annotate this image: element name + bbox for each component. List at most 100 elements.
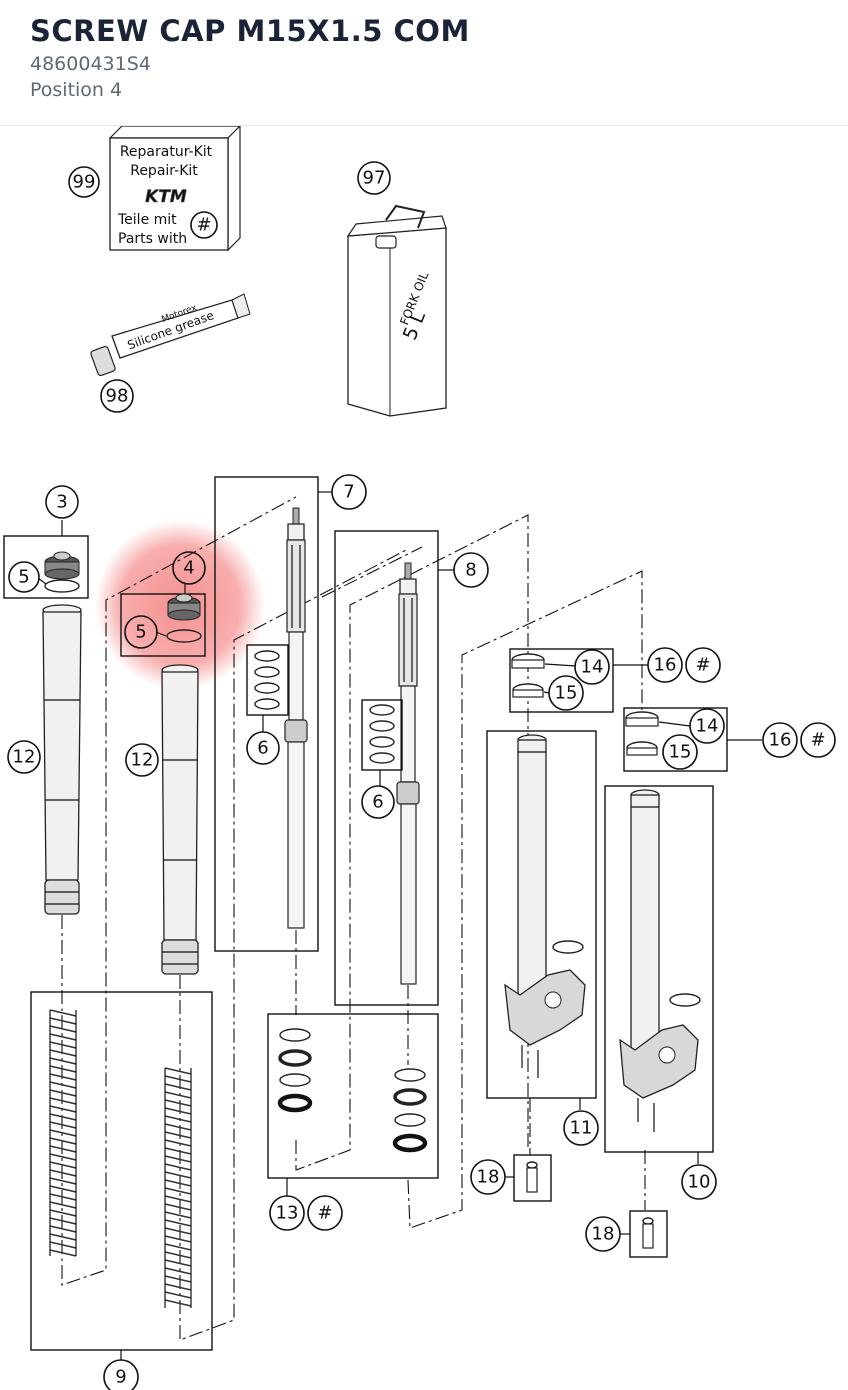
callout-12-right[interactable]: 12 <box>125 743 159 777</box>
rings-6-left[interactable] <box>254 650 280 710</box>
svg-text:13: 13 <box>276 1203 299 1224</box>
bolt-18-right[interactable] <box>642 1217 654 1249</box>
svg-text:14: 14 <box>696 716 719 737</box>
svg-text:99: 99 <box>73 172 96 193</box>
svg-text:6: 6 <box>257 738 268 759</box>
svg-text:18: 18 <box>592 1224 615 1245</box>
bolt-18-left[interactable] <box>526 1161 538 1193</box>
ktm-logo: KTM <box>145 187 187 207</box>
svg-text:5: 5 <box>18 567 29 588</box>
svg-text:16: 16 <box>769 730 792 751</box>
svg-text:7: 7 <box>343 482 354 503</box>
box-6-left <box>246 644 289 716</box>
callout-9[interactable]: 9 <box>103 1359 139 1390</box>
svg-text:12: 12 <box>13 747 36 768</box>
callout-8[interactable]: 8 <box>453 552 489 588</box>
callout-5-left[interactable]: 5 <box>8 561 40 593</box>
callout-16-lower[interactable]: 16 <box>762 722 798 758</box>
svg-text:#: # <box>810 730 825 751</box>
callout-5-right[interactable]: 5 <box>124 615 158 649</box>
callout-15-lower[interactable]: 15 <box>662 734 698 770</box>
o-ring-5-left[interactable] <box>44 579 80 593</box>
page-header: SCREW CAP M15X1.5 COM 48600431S4 Positio… <box>0 0 848 126</box>
box-3 <box>3 535 89 599</box>
svg-text:4: 4 <box>183 558 194 579</box>
callout-13[interactable]: 13 <box>269 1195 305 1231</box>
svg-text:10: 10 <box>688 1172 711 1193</box>
callout-16-upper[interactable]: 16 <box>647 647 683 683</box>
callout-15-upper[interactable]: 15 <box>548 675 584 711</box>
svg-text:8: 8 <box>465 560 476 581</box>
svg-text:15: 15 <box>555 683 578 704</box>
box-8 <box>334 530 439 1006</box>
kit-text-4: Parts with <box>118 231 187 247</box>
fork-oil-can[interactable]: FORK OIL 5 L <box>346 204 447 417</box>
box-7 <box>214 476 319 952</box>
svg-text:#: # <box>695 655 710 676</box>
svg-text:97: 97 <box>363 168 386 189</box>
position-label: Position 4 <box>30 79 123 101</box>
svg-text:98: 98 <box>106 386 129 407</box>
inner-tube-10[interactable] <box>619 789 701 1132</box>
fork-spring-9-right[interactable] <box>164 1067 192 1308</box>
callout-18-right[interactable]: 18 <box>585 1216 621 1252</box>
part-number: 48600431S4 <box>30 53 151 75</box>
callout-99[interactable]: 99 <box>68 166 100 198</box>
screw-cap-3[interactable] <box>44 551 80 580</box>
callout-97[interactable]: 97 <box>357 161 391 195</box>
svg-text:3: 3 <box>56 492 67 513</box>
svg-text:9: 9 <box>115 1367 126 1388</box>
svg-text:18: 18 <box>477 1167 500 1188</box>
kit-text-1: Reparatur-Kit <box>120 144 213 160</box>
damper-cartridge-8[interactable] <box>396 562 420 985</box>
svg-text:14: 14 <box>581 657 604 678</box>
callout-98[interactable]: 98 <box>100 379 134 413</box>
outer-tube-12-right[interactable] <box>161 664 199 975</box>
svg-text:16: 16 <box>654 655 677 676</box>
svg-text:#: # <box>196 215 211 236</box>
callout-14-lower[interactable]: 14 <box>689 708 725 744</box>
hash-16-upper: # <box>685 647 721 683</box>
callout-6-right[interactable]: 6 <box>361 785 395 819</box>
seal-kit-13-right[interactable] <box>392 1068 428 1153</box>
grease-tube[interactable]: Silicone grease Motorex <box>90 293 251 377</box>
box-14-15-upper <box>509 648 614 713</box>
outer-tube-12-left[interactable] <box>42 604 82 915</box>
rings-6-right[interactable] <box>369 704 395 764</box>
hash-16-lower: # <box>800 722 836 758</box>
callout-10[interactable]: 10 <box>681 1164 717 1200</box>
svg-text:15: 15 <box>669 742 692 763</box>
box-6-right <box>361 699 403 771</box>
screw-cap-4[interactable] <box>167 593 201 621</box>
damper-cartridge-7[interactable] <box>284 507 308 929</box>
box-13 <box>267 1013 439 1179</box>
callout-6-left[interactable]: 6 <box>246 731 280 765</box>
svg-text:6: 6 <box>372 792 383 813</box>
callout-14-upper[interactable]: 14 <box>574 649 610 685</box>
hash-13: # <box>307 1195 343 1231</box>
callout-4[interactable]: 4 <box>172 551 206 585</box>
seal-kit-13-left[interactable] <box>277 1028 313 1113</box>
svg-text:11: 11 <box>570 1118 593 1139</box>
callout-3[interactable]: 3 <box>45 485 79 519</box>
svg-text:5: 5 <box>135 622 146 643</box>
box-4 <box>120 593 206 657</box>
repair-kit-box[interactable]: Reparatur-Kit Repair-Kit KTM Teile mit P… <box>108 126 241 252</box>
callout-11[interactable]: 11 <box>563 1110 599 1146</box>
kit-text-2: Repair-Kit <box>130 163 198 179</box>
box-18-left <box>513 1154 552 1202</box>
o-ring-5-right[interactable] <box>166 629 202 643</box>
fork-spring-9-left[interactable] <box>49 1007 77 1259</box>
callout-12-left[interactable]: 12 <box>7 740 41 774</box>
svg-text:#: # <box>317 1203 332 1224</box>
exploded-parts-diagram: Reparatur-Kit Repair-Kit KTM Teile mit P… <box>3 126 836 1390</box>
svg-text:12: 12 <box>131 750 154 771</box>
inner-tube-11[interactable] <box>504 734 586 1078</box>
page-title: SCREW CAP M15X1.5 COM <box>30 14 470 48</box>
box-10 <box>604 785 714 1153</box>
callout-7[interactable]: 7 <box>331 474 367 510</box>
callout-18-left[interactable]: 18 <box>470 1159 506 1195</box>
kit-text-3: Teile mit <box>117 212 177 228</box>
box-11 <box>486 730 597 1099</box>
kit-hash-symbol: # <box>190 211 218 239</box>
